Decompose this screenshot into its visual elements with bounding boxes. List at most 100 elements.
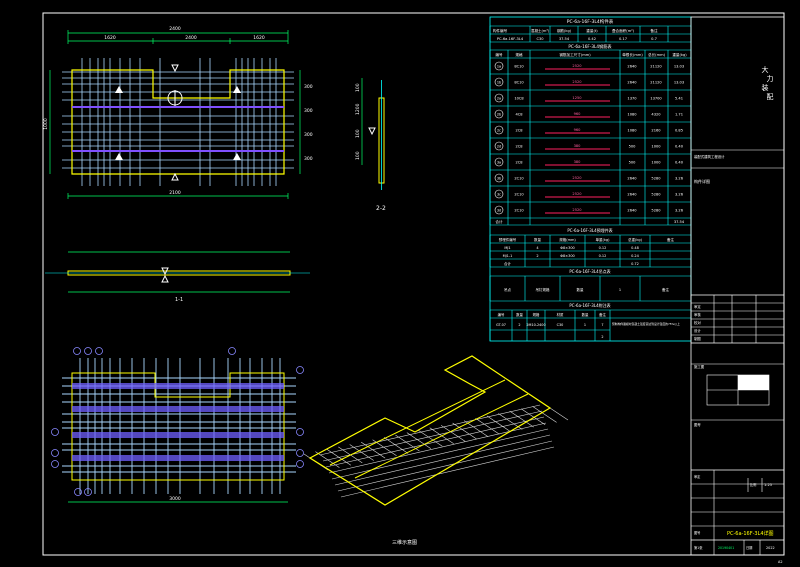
rebar-total: 5280 <box>651 193 661 197</box>
rebar-id: 1b <box>497 81 501 85</box>
rebar-total: 1000 <box>651 161 661 165</box>
rebar-shape-dim: 380 <box>574 144 582 148</box>
rebar-id-bubble <box>494 93 504 103</box>
rebar-id: 1a <box>497 65 501 69</box>
iso-cross-bar <box>315 451 340 468</box>
rebar-weight: 0.40 <box>675 145 684 149</box>
plan-slab-outline <box>71 69 285 175</box>
rebar-total: 13700 <box>650 97 662 101</box>
iso-long-bar <box>331 428 549 480</box>
rebar-id-bubble <box>494 157 504 167</box>
rebar-total-value: 37.54 <box>674 220 685 224</box>
rebar-weight: 5.41 <box>675 97 683 101</box>
rebar-spec: 2C10 <box>514 209 524 213</box>
section-mark-top <box>171 64 179 73</box>
rebar-spec: 8C10 <box>514 65 524 69</box>
table-cell: 0.12 <box>599 246 607 250</box>
rebar-callout-bubble <box>296 460 304 468</box>
drawing-content-label: 构件详图 <box>694 178 710 184</box>
rebar-id-bubble <box>494 125 504 135</box>
table-cell: 2 <box>601 335 603 339</box>
iso-lift-line-2 <box>354 393 529 479</box>
rebar-weight: 13.03 <box>674 65 684 69</box>
table-title: PC-6a-16F-3L4吊点表 <box>569 268 610 274</box>
rebar-id-bubble <box>494 189 504 199</box>
rebar-band-3 <box>72 432 284 438</box>
table-header: 钢筋(kg) <box>557 28 572 33</box>
rebar-callout-bubbles <box>51 347 304 496</box>
iso-long-bar <box>334 434 551 486</box>
rebar-callout-bubble <box>296 449 304 457</box>
iso-long-bar <box>340 446 555 498</box>
rebar-band-1 <box>72 383 284 389</box>
sign-row-label: 制图 <box>694 336 701 341</box>
iso-cross-bar <box>532 406 557 423</box>
drawing-name-label: 图号 <box>694 530 700 535</box>
company-char: 配 <box>767 93 774 101</box>
iso-cross-bar <box>509 410 534 428</box>
rebar-total-label: 合计 <box>495 219 503 224</box>
iso-cross-bar <box>383 437 409 454</box>
rebar-total: 5280 <box>651 177 661 181</box>
rebar-total: 5280 <box>651 209 661 213</box>
company-char: 大 <box>762 65 769 74</box>
rebar-id: 3d <box>497 209 501 213</box>
iso-cross-bar <box>486 415 512 433</box>
table-cell: Φ8×300 <box>560 246 575 250</box>
table-cell: 2 <box>536 254 538 258</box>
iso-view-label: 三维示意图 <box>392 539 417 546</box>
table-cell: C30 <box>536 37 544 41</box>
table-header: 材质 <box>557 312 564 317</box>
iso-cross-bar <box>520 408 546 426</box>
rebar-callout-bubble <box>95 347 103 355</box>
sec22-dim-4: 100 <box>355 151 361 160</box>
table-cell: 1 <box>619 288 621 292</box>
section-1-1-view: 1-1 <box>45 251 310 303</box>
rebar-callout-bubble <box>296 428 304 436</box>
table-cell: Φ8×300 <box>560 254 575 258</box>
rebar-spec: 2C8 <box>515 145 523 149</box>
rebar-id: 2a <box>497 97 501 101</box>
rebar-callout-bubble <box>296 366 304 374</box>
table-header: 单根长(mm) <box>622 52 643 57</box>
rebar-length: 1080 <box>627 129 637 133</box>
drawing-name: PC-6a-16F-3L4详图 <box>727 530 774 537</box>
table-cell: 4 <box>536 246 539 250</box>
rebar-length: 2640 <box>627 177 637 181</box>
table-cell: 0.24 <box>631 254 640 258</box>
rebar-callout-bubble <box>51 428 59 436</box>
drawing-frame <box>42 12 785 556</box>
iso-cross-bar <box>440 425 466 442</box>
rebar-weight: 3.26 <box>675 193 684 197</box>
iso-long-bar <box>325 416 545 468</box>
rebar-length: 500 <box>629 145 637 149</box>
table-cell: 37.54 <box>559 37 570 41</box>
table-header: 重量(t) <box>586 28 598 33</box>
sec22-dim-3: 100 <box>355 129 361 138</box>
rebar-shape-dim: 2520 <box>572 64 582 68</box>
rebar-weight: 13.03 <box>674 81 684 85</box>
rebar-weight: 3.26 <box>675 177 684 181</box>
rebar-plan-view: 3000 <box>51 347 304 503</box>
rebar-total: 4320 <box>651 113 661 117</box>
schedule-tables: PC-6a-16F-3L4构件表构件编号混凝土(m³)钢筋(kg)重量(t)叠合… <box>489 16 692 342</box>
table-header: 备注 <box>650 28 658 33</box>
table-note-text: 预制构件脱模时混凝土强度需达到设计强度的75%以上 <box>612 322 680 326</box>
rebar-spec: 8C10 <box>514 81 524 85</box>
rebar-id-bubble <box>494 141 504 151</box>
lift-point-marker-4 <box>233 153 241 160</box>
stage-label: 施工图 <box>694 364 705 369</box>
plan-dimension-lines <box>49 30 301 199</box>
table-cell: 备注 <box>662 287 670 292</box>
table-header: 重量(kg) <box>672 52 687 57</box>
table-cell: 7 <box>601 323 603 327</box>
lift-point-marker-2 <box>233 86 241 93</box>
company-char: 装 <box>762 83 769 92</box>
rebar-spec: 2C8 <box>515 129 523 133</box>
table-header: 预埋件编号 <box>499 237 517 242</box>
table-header: 数量 <box>534 237 542 242</box>
iso-lift-line-1 <box>329 379 506 466</box>
rebar-id: 2b <box>497 113 501 117</box>
dim-top-overall: 2400 <box>169 26 181 32</box>
